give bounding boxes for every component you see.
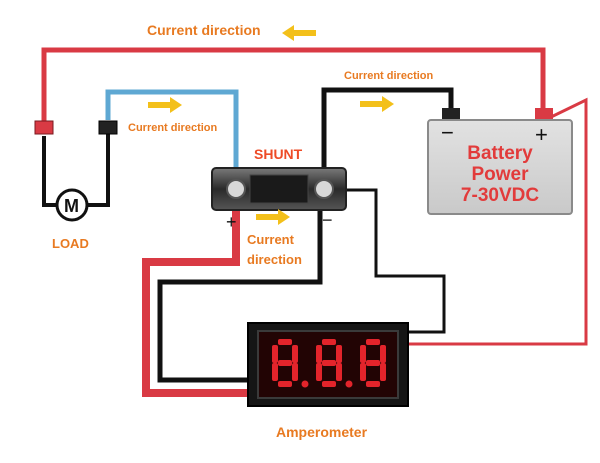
segment <box>322 381 336 387</box>
motor-label: M <box>64 196 79 216</box>
decimal-point <box>345 380 353 388</box>
segment <box>336 363 342 381</box>
red-wire-right <box>408 97 588 346</box>
seven-segment-display-icon <box>272 339 386 388</box>
battery-icon <box>427 119 573 215</box>
segment <box>322 339 336 345</box>
segment <box>316 345 322 363</box>
current-direction-label-shunt: Current direction <box>247 230 302 270</box>
battery-terminal-positive <box>535 108 553 122</box>
segment <box>360 363 366 381</box>
decimal-point <box>301 380 309 388</box>
load-wire-left <box>42 136 58 207</box>
segment <box>322 360 336 366</box>
segment <box>292 363 298 381</box>
current-direction-label-shunt-line1: Current <box>247 232 294 247</box>
blue-wire <box>105 89 239 170</box>
segment <box>316 363 322 381</box>
segment <box>278 381 292 387</box>
current-direction-label-shunt-line2: direction <box>247 252 302 267</box>
battery-terminal-negative <box>442 108 460 122</box>
current-direction-label-blue-wire: Current direction <box>128 122 218 134</box>
black-wire-amp-2 <box>330 188 446 334</box>
segment <box>272 363 278 381</box>
shunt-plus-sign: + <box>226 212 237 232</box>
segment <box>380 363 386 381</box>
black-wire-battery <box>321 87 454 170</box>
segment <box>366 339 380 345</box>
red-wire-top <box>41 47 546 128</box>
motor-icon <box>55 188 89 222</box>
arrow-right-icon <box>148 97 182 113</box>
shunt-terminal-plus <box>226 179 246 199</box>
arrow-right-icon <box>360 96 394 112</box>
black-wire-amp-1 <box>157 196 323 383</box>
shunt-label: SHUNT <box>254 146 303 162</box>
battery-minus-sign: − <box>441 120 454 145</box>
load-label: LOAD <box>52 236 89 251</box>
arrow-right-icon <box>256 209 290 225</box>
load-wire-right <box>86 130 110 207</box>
segment <box>360 345 366 363</box>
red-wire-amp <box>142 196 250 397</box>
segment <box>336 345 342 363</box>
amperometer-label: Amperometer <box>276 424 368 440</box>
current-direction-label-top: Current direction <box>147 22 261 38</box>
shunt-resistor-plate <box>249 174 309 204</box>
shunt-minus-sign: − <box>322 210 333 230</box>
segment <box>278 360 292 366</box>
battery-label-line3: 7-30VDC <box>460 185 540 206</box>
segment <box>292 345 298 363</box>
segment <box>366 381 380 387</box>
segment <box>366 360 380 366</box>
segment <box>272 345 278 363</box>
load-connector-black <box>98 120 118 135</box>
battery-label-line2: Power <box>471 164 529 185</box>
battery-plus-sign: + <box>535 122 548 147</box>
segment <box>278 339 292 345</box>
battery-label-line1: Battery <box>467 143 533 164</box>
arrow-left-icon <box>282 25 316 41</box>
segment <box>380 345 386 363</box>
current-direction-label-black-wire: Current direction <box>344 70 434 82</box>
shunt-terminal-minus <box>314 179 334 199</box>
load-connector-red <box>34 120 54 135</box>
